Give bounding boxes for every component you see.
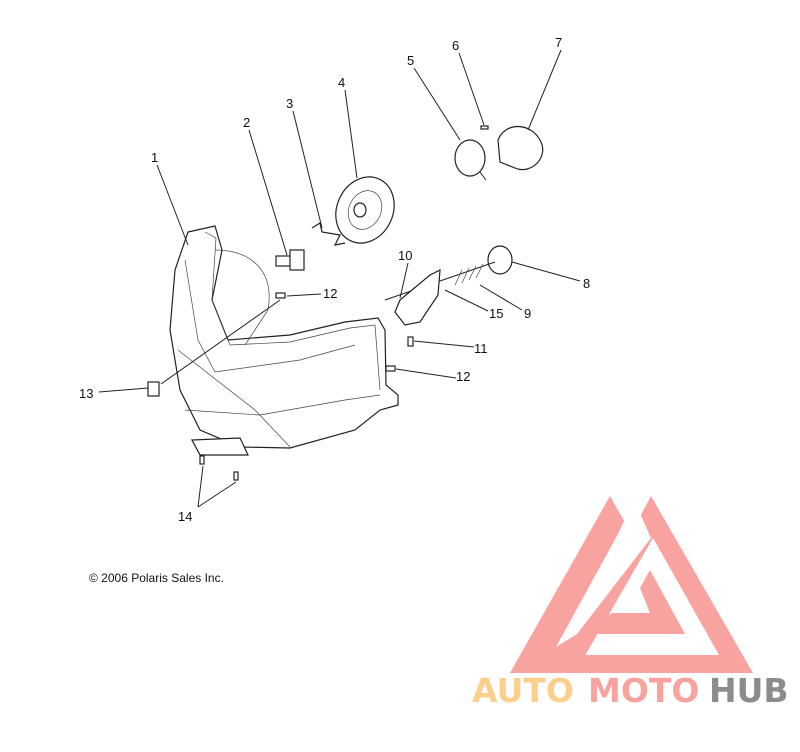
callout-12b: 12 bbox=[456, 369, 470, 384]
gasket bbox=[497, 126, 544, 171]
callout-7: 7 bbox=[555, 35, 562, 50]
reflector-cap bbox=[335, 176, 395, 244]
callout-10: 10 bbox=[398, 248, 412, 263]
pin bbox=[480, 125, 489, 130]
callout-5: 5 bbox=[407, 53, 414, 68]
callout-12a: 12 bbox=[323, 286, 337, 301]
callout-15: 15 bbox=[489, 306, 503, 321]
callout-14: 14 bbox=[178, 509, 192, 524]
callout-11: 11 bbox=[474, 341, 488, 356]
watermark-auto: AUTO bbox=[472, 671, 574, 710]
callout-1: 1 bbox=[151, 150, 158, 165]
callout-9: 9 bbox=[524, 306, 531, 321]
adjuster-assembly bbox=[147, 245, 513, 481]
callout-13: 13 bbox=[79, 386, 93, 401]
copyright-text: © 2006 Polaris Sales Inc. bbox=[89, 571, 224, 585]
watermark-logo: AUTO MOTO HUB bbox=[472, 496, 789, 710]
retaining-clip bbox=[311, 222, 346, 246]
headlight-housing bbox=[169, 225, 399, 456]
bulb-cover bbox=[454, 139, 487, 181]
callout-8: 8 bbox=[583, 276, 590, 291]
bulb bbox=[275, 249, 305, 271]
watermark-hub: HUB bbox=[709, 671, 789, 710]
callout-2: 2 bbox=[243, 115, 250, 130]
callout-4: 4 bbox=[338, 75, 345, 90]
callout-3: 3 bbox=[286, 96, 293, 111]
leader-lines bbox=[98, 49, 581, 508]
watermark-moto: MOTO bbox=[588, 671, 699, 710]
callout-6: 6 bbox=[452, 38, 459, 53]
